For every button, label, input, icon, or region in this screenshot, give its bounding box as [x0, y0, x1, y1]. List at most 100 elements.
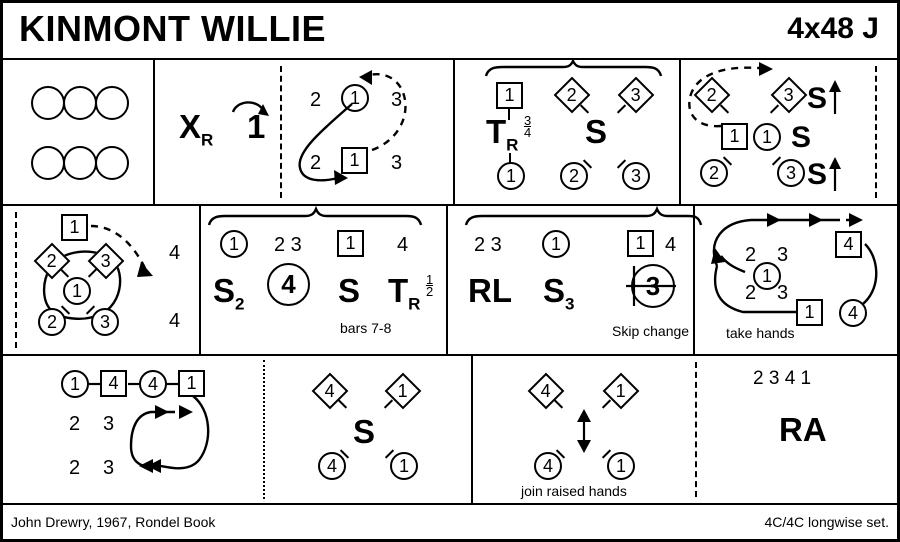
lead-arrow-icon	[688, 62, 773, 128]
dancer-3-top: 3	[777, 244, 789, 266]
turn-figure: TR	[486, 113, 519, 155]
dancer-1-circle-bottom: 1	[497, 162, 525, 190]
dancer-2-bottom: 2	[69, 457, 81, 479]
footer: John Drewry, 1967, Rondel Book 4C/4C lon…	[3, 503, 897, 539]
dancer-1-circle: 1	[61, 370, 89, 398]
bar-row-1: XR 1 2 1 3 2 1 3	[3, 58, 897, 206]
brace-icon	[207, 205, 423, 226]
dancer-1-square-top: 1	[627, 230, 654, 257]
allemande-figure: RA	[779, 411, 827, 448]
dancer-4-top: 4	[397, 234, 409, 256]
dancer-3-bottom: 3	[103, 457, 115, 479]
dance-meta: 4x48 J	[787, 12, 879, 45]
dancer-4-square: 4	[100, 370, 127, 397]
dancer-1-circle-top: 1	[341, 84, 369, 112]
set-figure: S3	[543, 272, 575, 314]
dancer-4-circle: 4	[318, 452, 346, 480]
loop-arrow-icon	[129, 395, 210, 473]
cell-cross-right-hand: XR 1	[155, 60, 280, 204]
turn-fraction: 3 4	[524, 113, 532, 140]
cell-set-fourth-first: 4 1 S 4 1	[265, 356, 471, 503]
dancer-2-bottom: 2	[310, 152, 322, 174]
cell-divider	[446, 206, 448, 354]
set-figure: S2	[213, 272, 245, 314]
dancer-1-square: 1	[61, 214, 88, 241]
dancer-3-top: 3	[391, 89, 403, 111]
cell-right-allemande: 2 3 4 1 RA	[697, 356, 897, 503]
double-arrow-icon	[577, 409, 591, 453]
dancer-1-square-top: 1	[337, 230, 364, 257]
cell-turn-three-quarters-set: 1 2 3 TR 3 4 S 1 2 3	[455, 58, 679, 204]
dancer-4-circle: 4	[534, 452, 562, 480]
skip-change-note: Skip change	[612, 323, 690, 339]
dancer-1-circle-center: 1	[753, 262, 781, 290]
dancer-4-circle-bottom: 4	[839, 299, 867, 327]
dancer-4-top: 4	[665, 234, 677, 256]
cell-take-hands-loop: 2 3 1 2 3 4 1 4 take hands	[693, 206, 897, 354]
dancer-tail	[508, 109, 510, 120]
loop-path-icon	[711, 213, 878, 314]
cell-rights-and-lefts-set: 2 3 1 1 4 RL S3 3 Skip change	[448, 205, 703, 354]
cell-chain-loop: 1 4 4 1 2 3 2 3	[3, 356, 261, 503]
dancer-1-circle: 1	[390, 452, 418, 480]
dancer-1-square-bottom: 1	[796, 299, 823, 326]
turn-figure: TR	[388, 272, 421, 314]
cell-first-couple-cast: 2 1 3 2 1 3	[282, 60, 453, 204]
up-arrow-icon-top	[829, 80, 841, 114]
cell-join-raised-hands: 4 1 4 1 join raised hands	[473, 356, 695, 503]
cross-figure: XR	[179, 108, 214, 150]
bar-row-2: 1 2 3 1 2 3 4 4	[3, 205, 897, 356]
devisor-credit: John Drewry, 1967, Rondel Book	[11, 514, 216, 530]
dancers-23-top: 2 3	[274, 234, 302, 256]
brace-icon	[464, 205, 703, 226]
cell-divider	[153, 60, 155, 204]
dancer-tail	[337, 399, 348, 409]
dancer-1-circle-center: 1	[63, 277, 91, 305]
header: KINMONT WILLIE 4x48 J	[3, 3, 897, 60]
set-midline	[695, 362, 697, 497]
dancer-1-circle: 1	[607, 452, 635, 480]
dancer-3-circle-bottom: 3	[622, 162, 650, 190]
turn-arrow-icon	[231, 101, 269, 116]
dancer-3-circle-bottom: 3	[777, 159, 805, 187]
brace-icon	[484, 58, 663, 77]
page-title: KINMONT WILLIE	[19, 8, 326, 49]
set-figure-bottom: S	[807, 158, 828, 191]
cell-set-advancing: 2 3 S 1 1 S 2 3 S	[681, 60, 897, 204]
bar-count-circle: 4	[267, 263, 310, 306]
dancer-3-mid: 3	[103, 413, 115, 435]
dancer-1-square: 1	[178, 370, 205, 397]
dancer-circle	[63, 86, 97, 120]
dancer-tail	[509, 153, 511, 164]
set-midline	[280, 66, 282, 198]
bar-count-circle: 3	[631, 264, 675, 308]
bar-count-top: 4	[169, 242, 181, 264]
bar-count: 1	[247, 108, 266, 145]
cell-divider-invisible	[693, 206, 695, 354]
set-midline-dotted	[263, 360, 265, 499]
bars-note: bars 7-8	[340, 320, 392, 336]
dancer-1-circle-top: 1	[542, 230, 570, 258]
dancers-23-top: 2 3	[474, 234, 502, 256]
dancer-2-circle-bottom: 2	[560, 162, 588, 190]
bar-count-bottom: 4	[169, 310, 181, 332]
turn-fraction: 1 2	[426, 272, 434, 299]
dancer-2-circle-bottom: 2	[700, 159, 728, 187]
dancer-2-circle: 2	[38, 308, 66, 336]
set-midline	[875, 66, 877, 198]
dancer-2-top: 2	[310, 89, 322, 111]
bar-row-3: 1 4 4 1 2 3 2 3	[3, 356, 897, 503]
path-arrows	[298, 70, 407, 185]
dancer-3-circle: 3	[91, 308, 119, 336]
dancer-1-square-bottom: 1	[341, 147, 368, 174]
set-figure-2: S	[338, 272, 361, 309]
cell-set-twice-turn-half: 1 2 3 1 4 S2 4 S TR 1 2 bars 7-8	[201, 205, 446, 354]
dancer-2-top: 2	[745, 244, 757, 266]
final-order: 2 3 4 1	[753, 368, 812, 389]
set-figure: S	[353, 413, 376, 450]
rights-lefts-figure: RL	[468, 272, 512, 309]
dancer-1-square-mid: 1	[721, 123, 748, 150]
dancer-1-circle-top: 1	[220, 230, 248, 258]
chain-links	[89, 382, 179, 386]
